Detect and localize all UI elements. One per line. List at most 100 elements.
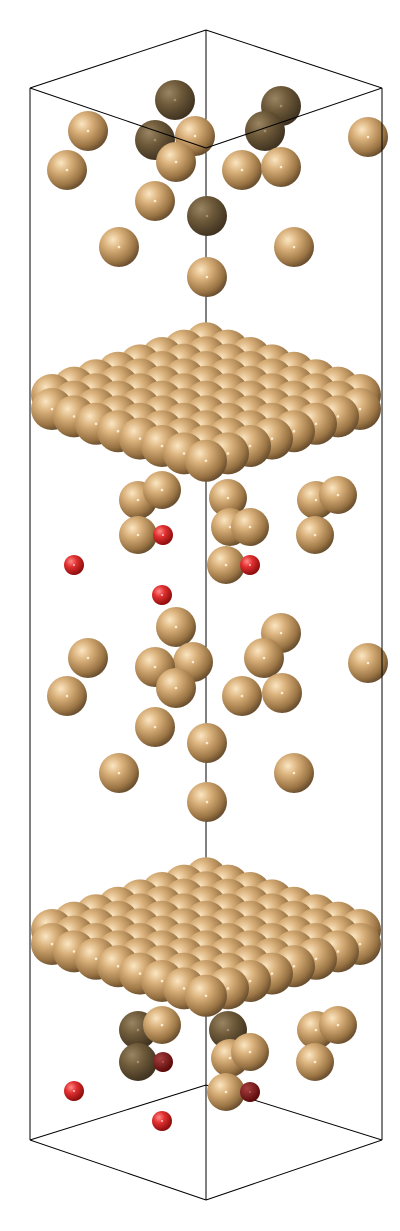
atom-highlight — [226, 496, 230, 500]
atom-highlight — [117, 245, 121, 249]
atom-highlight — [94, 422, 98, 426]
large-atom — [155, 80, 195, 120]
large-atom — [187, 196, 227, 236]
atom-highlight — [314, 1028, 318, 1032]
atom-highlight — [136, 1028, 140, 1032]
atom-highlight — [162, 534, 164, 536]
atom-highlight — [358, 407, 362, 411]
atom-highlight — [314, 422, 318, 426]
atom-highlight — [136, 533, 140, 537]
atom-highlight — [279, 104, 283, 108]
atom-highlight — [336, 1023, 340, 1027]
atom-highlight — [191, 660, 195, 664]
atom-highlight — [160, 979, 164, 983]
atom-highlight — [336, 415, 340, 418]
atom-highlight — [94, 957, 98, 961]
atom-highlight — [136, 1060, 140, 1064]
atom-highlight — [313, 533, 317, 537]
atom-highlight — [226, 1028, 230, 1032]
atom-highlight — [72, 950, 76, 953]
atom-highlight — [240, 694, 244, 698]
atom-highlight — [292, 771, 296, 775]
atom-highlight — [204, 994, 208, 998]
atom-highlight — [336, 950, 340, 953]
atom-highlight — [174, 625, 178, 629]
atom-highlight — [279, 165, 283, 169]
large-atom — [245, 111, 285, 151]
atom-highlight — [248, 444, 252, 448]
atom-highlight — [173, 98, 177, 102]
atom-highlight — [226, 452, 230, 455]
atom-highlight — [182, 987, 186, 990]
atom-highlight — [314, 957, 318, 961]
atom-highlight — [116, 964, 120, 968]
atom-highlight — [153, 725, 157, 729]
atom-highlight — [263, 129, 267, 133]
atom-highlight — [205, 800, 209, 804]
atom-highlight — [204, 459, 208, 463]
atom-highlight — [86, 129, 90, 133]
atom-highlight — [72, 415, 76, 418]
atom-highlight — [117, 771, 121, 775]
atom-highlight — [292, 964, 296, 968]
atom-highlight — [249, 1091, 251, 1093]
atom-highlight — [336, 493, 340, 497]
atom-highlight — [279, 631, 283, 635]
atom-highlight — [205, 741, 209, 745]
atom-highlight — [292, 429, 296, 433]
atom-highlight — [249, 564, 251, 566]
atom-highlight — [160, 444, 164, 448]
atom-highlight — [161, 594, 163, 596]
atom-highlight — [292, 245, 296, 249]
atom-highlight — [240, 168, 244, 172]
atom-highlight — [174, 686, 178, 690]
small-atom — [153, 1052, 173, 1072]
atom-highlight — [174, 160, 178, 164]
atom-highlight — [366, 135, 370, 139]
atom-highlight — [205, 214, 209, 218]
atom-highlight — [228, 525, 232, 529]
atom-highlight — [228, 1056, 232, 1060]
atom-highlight — [205, 275, 209, 279]
atom-highlight — [366, 661, 370, 665]
atom-highlight — [73, 1090, 75, 1092]
atom-highlight — [248, 525, 252, 529]
atom-highlight — [153, 199, 157, 203]
large-atom — [119, 1043, 157, 1081]
atom-highlight — [73, 564, 75, 566]
atom-highlight — [162, 1061, 164, 1063]
atom-highlight — [161, 1120, 163, 1122]
atom-highlight — [50, 942, 54, 946]
small-atom — [240, 1082, 260, 1102]
atom-highlight — [160, 488, 164, 492]
atom-highlight — [86, 656, 90, 660]
atom-highlight — [314, 498, 318, 502]
atom-highlight — [116, 429, 120, 433]
atoms-layer — [31, 80, 388, 1131]
atom-highlight — [138, 972, 142, 975]
atom-highlight — [153, 138, 157, 142]
atom-highlight — [248, 979, 252, 983]
atom-highlight — [160, 1023, 164, 1027]
atom-highlight — [248, 1050, 252, 1054]
atom-highlight — [358, 942, 362, 946]
atom-highlight — [262, 656, 266, 660]
atom-highlight — [153, 665, 157, 669]
atom-highlight — [313, 1060, 317, 1064]
cell-front-edges — [29, 87, 383, 1201]
atom-highlight — [226, 987, 230, 990]
atom-highlight — [193, 134, 197, 138]
atom-highlight — [138, 437, 142, 440]
atom-highlight — [65, 168, 69, 172]
atom-highlight — [182, 452, 186, 455]
atom-highlight — [224, 1090, 228, 1094]
atom-highlight — [224, 563, 228, 567]
atom-highlight — [136, 498, 140, 502]
atom-highlight — [65, 694, 69, 698]
atom-highlight — [280, 691, 284, 695]
atom-highlight — [270, 972, 274, 975]
atom-highlight — [50, 407, 54, 411]
atom-highlight — [270, 437, 274, 440]
